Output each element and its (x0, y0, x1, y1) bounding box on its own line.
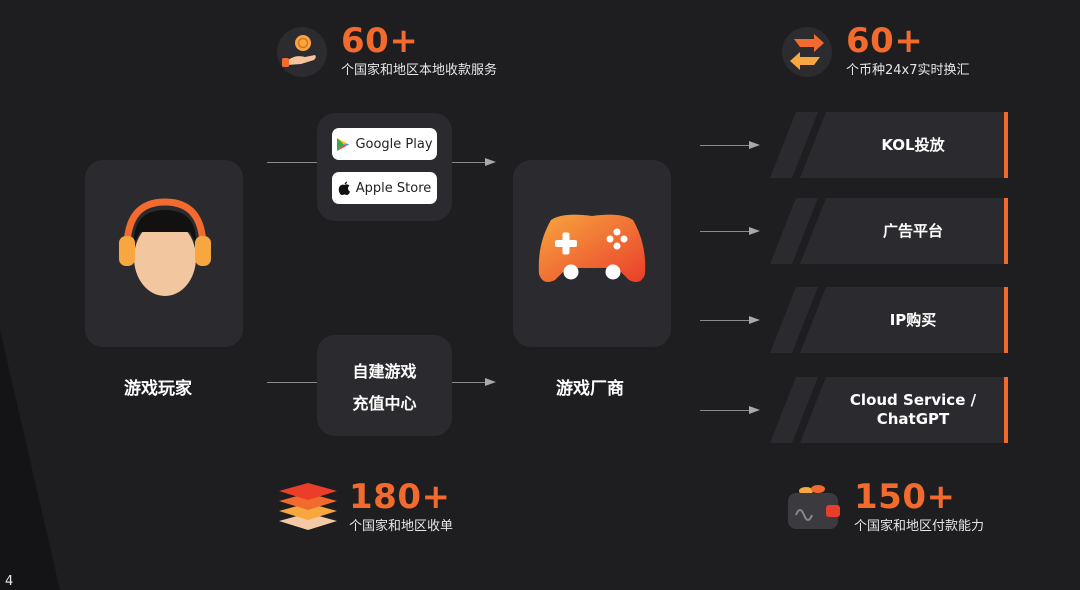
player-label: 游戏玩家 (124, 379, 192, 399)
channel-label: KOL投放 (881, 135, 945, 154)
stat-description: 个币种24x7实时换汇 (846, 63, 970, 78)
gamer-headphones-icon (119, 198, 211, 296)
connector-line (700, 320, 750, 321)
arrow-right-icon (485, 378, 496, 386)
connector-line (452, 382, 486, 383)
hand-coin-icon (277, 27, 327, 77)
apple-store-label: Apple Store (355, 180, 432, 196)
channel-cloud-service: Cloud Service / ChatGPT (770, 377, 1008, 443)
google-play-button[interactable]: Google Play (332, 128, 437, 160)
developer-label: 游戏厂商 (556, 379, 624, 399)
channel-label-group: Cloud Service / ChatGPT (828, 377, 998, 443)
arrow-right-icon (749, 227, 760, 235)
channel-label: Cloud Service / (849, 391, 977, 409)
stat-description: 个国家和地区收单 (349, 519, 454, 534)
connector-line (700, 231, 750, 232)
arrow-right-icon (749, 406, 760, 414)
stat-description: 个国家和地区付款能力 (854, 519, 985, 534)
apple-store-button[interactable]: Apple Store (332, 172, 437, 204)
exchange-arrows-icon (782, 27, 832, 77)
connector-line (452, 162, 486, 163)
channel-box-shape (770, 377, 1008, 443)
developer-card (513, 160, 671, 347)
channel-label: IP购买 (889, 310, 937, 329)
google-play-icon (337, 137, 350, 151)
decorative-slant (0, 330, 60, 590)
google-play-label: Google Play (355, 136, 433, 152)
channel-label: 广告平台 (882, 221, 943, 240)
app-store-box: Google Play Apple Store (317, 113, 452, 221)
channel-ip-purchase: IP购买 (770, 287, 1008, 353)
connector-line (700, 145, 750, 146)
channel-kol: KOL投放 (770, 112, 1008, 178)
gamepad-icon (538, 214, 646, 282)
channel-box-shape (770, 112, 1008, 178)
page-number: 4 (5, 574, 14, 589)
stat-value: 60+ (846, 21, 924, 61)
arrow-right-icon (749, 316, 760, 324)
layers-stack-icon (277, 483, 337, 533)
apple-icon (338, 181, 350, 195)
connector-line (267, 382, 317, 383)
player-card (85, 160, 243, 347)
arrow-right-icon (485, 158, 496, 166)
channel-box-shape (770, 198, 1008, 264)
channel-box-shape (770, 287, 1008, 353)
channel-ad-platform: 广告平台 (770, 198, 1008, 264)
self-built-line2: 充值中心 (352, 393, 417, 413)
stat-value: 150+ (854, 477, 956, 517)
channel-label-line2: ChatGPT (876, 410, 950, 428)
connector-line (267, 162, 317, 163)
stat-value: 180+ (349, 477, 451, 517)
self-built-recharge-box: 自建游戏 充值中心 (317, 335, 452, 436)
connector-line (700, 410, 750, 411)
stat-value: 60+ (341, 21, 419, 61)
wallet-icon (786, 483, 840, 533)
self-built-line1: 自建游戏 (352, 361, 417, 381)
stat-description: 个国家和地区本地收款服务 (341, 63, 498, 78)
arrow-right-icon (749, 141, 760, 149)
